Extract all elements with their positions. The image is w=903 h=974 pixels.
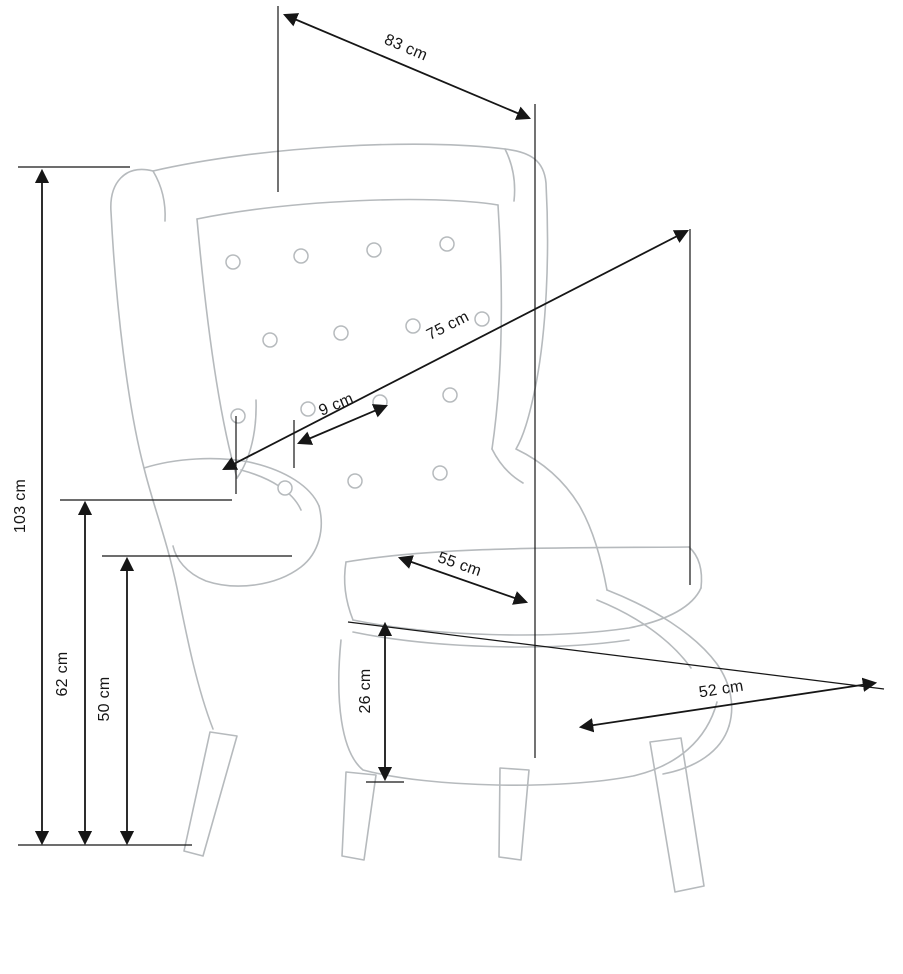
dim-52-label: 52 cm (698, 678, 745, 702)
dim-55-arrow (397, 555, 529, 605)
dim-83-arrow (283, 13, 531, 120)
dim-62-label: 62 cm (54, 651, 71, 696)
chair-ear-right (504, 148, 516, 202)
dim-52-extension-diagonal (347, 621, 885, 690)
chair-inner-back-top (196, 198, 499, 220)
dim-62: 62 cm (54, 499, 232, 846)
chair-ear-left (152, 170, 166, 222)
chair-leg-front-left (183, 731, 238, 857)
dim-52: 52 cm (347, 621, 885, 733)
dim-103: 103 cm (12, 166, 192, 846)
chair-arm-right-inner (596, 599, 692, 669)
dim-55: 55 cm (397, 549, 529, 605)
dim-26-label: 26 cm (357, 668, 374, 713)
chair-seat-front-top (352, 587, 702, 636)
dim-83: 83 cm (277, 6, 536, 758)
chair-leg-center-rear (498, 767, 530, 861)
dimension-annotations: 83 cm 75 cm 9 cm 103 cm 62 cm 5 (12, 6, 885, 846)
chair-leg-center-left (341, 771, 377, 861)
dim-26: 26 cm (357, 621, 404, 783)
chair-seat-right-side (688, 546, 703, 589)
dim-50: 50 cm (96, 555, 292, 846)
chair-base-front (338, 639, 718, 786)
dim-9-arrow (297, 404, 388, 445)
dim-50-label: 50 cm (96, 676, 113, 721)
chair-seat-top-back (345, 546, 690, 563)
chair-seat-left-side (343, 561, 354, 621)
tufting-buttons (225, 236, 490, 496)
dim-52-arrow (578, 677, 878, 733)
dim-75-label: 75 cm (424, 308, 472, 344)
chair-back-outline (110, 143, 608, 730)
dim-103-label: 103 cm (12, 479, 29, 533)
chair-arm-right-bottom (662, 725, 730, 775)
chair-wing-right-scroll (491, 448, 524, 484)
chair-leg-right (649, 737, 705, 893)
dim-9-label: 9 cm (316, 390, 356, 420)
chair-arm-right-outer (606, 589, 733, 727)
chair-arm-left-front (172, 505, 323, 587)
dim-55-label: 55 cm (435, 549, 483, 580)
dim-75: 75 cm (222, 229, 691, 585)
